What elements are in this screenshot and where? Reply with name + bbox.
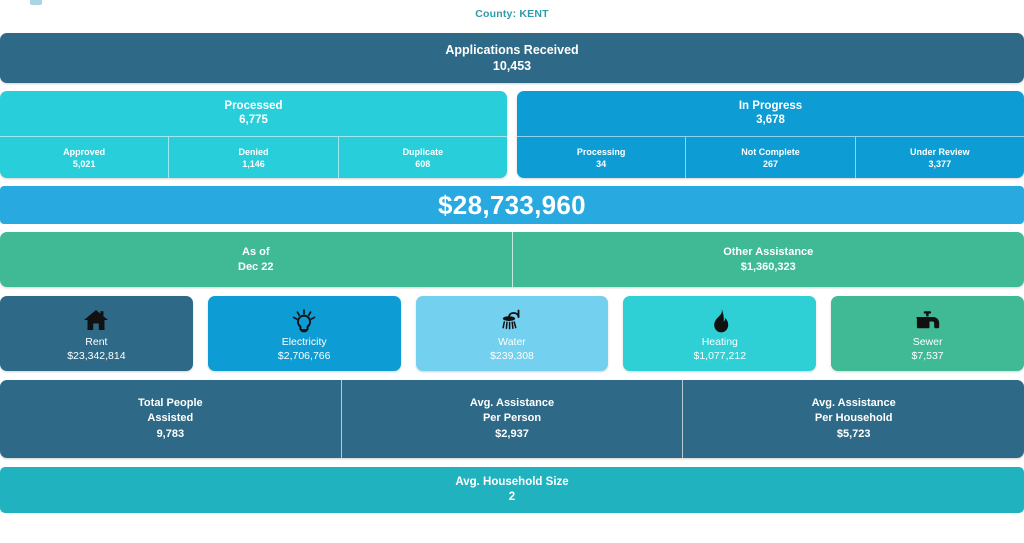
processed-breakdown: Approved 5,021 Denied 1,146 Duplicate 60… — [0, 136, 507, 178]
in-progress-processing-label: Processing — [576, 146, 626, 157]
in-progress-processing-cell[interactable]: Processing 34 — [517, 137, 685, 178]
in-progress-card[interactable]: In Progress 3,678 Processing 34 Not Comp… — [517, 91, 1024, 178]
category-tile-rent[interactable]: Rent $23,342,814 — [0, 296, 193, 371]
processed-approved-value: 5,021 — [72, 158, 96, 169]
total-people-assisted-value: 9,783 — [156, 428, 185, 440]
category-value-heating: $1,077,212 — [693, 349, 747, 362]
category-value-electricity: $2,706,766 — [277, 349, 331, 362]
dashboard-stack: Applications Received 10,453 Processed 6… — [0, 33, 1024, 513]
other-assistance-cell[interactable]: Other Assistance $1,360,323 — [511, 232, 1024, 287]
top-cropped-fragment — [30, 0, 42, 5]
status-cards-row: Processed 6,775 Approved 5,021 Denied 1,… — [0, 91, 1024, 178]
other-assistance-label: Other Assistance — [723, 245, 814, 258]
category-tile-heating[interactable]: Heating $1,077,212 — [623, 296, 817, 371]
avg-assistance-per-person-value: $2,937 — [495, 428, 529, 440]
avg-household-size-card[interactable]: Avg. Household Size 2 — [0, 467, 1024, 513]
in-progress-title: In Progress — [738, 100, 803, 112]
lightbulb-icon — [291, 308, 317, 334]
applications-received-value: 10,453 — [492, 58, 532, 73]
in-progress-not-complete-cell[interactable]: Not Complete 267 — [685, 137, 854, 178]
in-progress-under-review-value: 3,377 — [928, 158, 952, 169]
county-label: County: KENT — [475, 8, 549, 20]
in-progress-breakdown: Processing 34 Not Complete 267 Under Rev… — [517, 136, 1024, 178]
applications-received-card[interactable]: Applications Received 10,453 — [0, 33, 1024, 83]
avg-assistance-per-household-cell[interactable]: Avg. Assistance Per Household $5,723 — [682, 380, 1024, 458]
category-tiles-row: Rent $23,342,814 — [0, 296, 1024, 371]
as-of-value: Dec 22 — [238, 260, 274, 273]
flame-icon — [710, 308, 730, 334]
category-tile-sewer[interactable]: Sewer $7,537 — [831, 296, 1024, 371]
shower-icon — [500, 308, 524, 334]
processed-duplicate-label: Duplicate — [402, 146, 444, 157]
as-of-cell[interactable]: As of Dec 22 — [0, 232, 512, 287]
summary-stats-row: Total People Assisted 9,783 Avg. Assista… — [0, 380, 1024, 458]
avg-assistance-per-person-cell[interactable]: Avg. Assistance Per Person $2,937 — [340, 380, 683, 458]
category-label-rent: Rent — [85, 335, 108, 348]
category-value-sewer: $7,537 — [911, 349, 944, 362]
avg-household-size-value: 2 — [508, 491, 516, 503]
in-progress-not-complete-value: 267 — [762, 158, 778, 169]
total-assistance-banner[interactable]: $28,733,960 — [0, 186, 1024, 224]
in-progress-under-review-cell[interactable]: Under Review 3,377 — [854, 137, 1024, 178]
total-people-assisted-line1: Total People — [138, 397, 203, 409]
total-assistance-amount: $28,733,960 — [438, 189, 586, 220]
total-people-assisted-line2: Assisted — [147, 412, 194, 424]
other-assistance-value: $1,360,323 — [740, 260, 796, 273]
processed-denied-label: Denied — [238, 146, 269, 157]
category-tile-water[interactable]: Water $239,308 — [415, 296, 609, 371]
avg-assistance-per-person-line1: Avg. Assistance — [469, 397, 555, 409]
processed-approved-cell[interactable]: Approved 5,021 — [0, 137, 168, 178]
category-label-heating: Heating — [701, 335, 738, 348]
applications-received-title: Applications Received — [445, 42, 579, 57]
processed-approved-label: Approved — [63, 146, 106, 157]
in-progress-processing-value: 34 — [596, 158, 607, 169]
category-value-rent: $23,342,814 — [67, 349, 126, 362]
in-progress-under-review-label: Under Review — [910, 146, 970, 157]
processed-header: Processed 6,775 — [0, 91, 507, 136]
in-progress-value: 3,678 — [756, 114, 785, 126]
as-of-row: As of Dec 22 Other Assistance $1,360,323 — [0, 232, 1024, 287]
in-progress-not-complete-label: Not Complete — [741, 146, 800, 157]
processed-title: Processed — [224, 100, 283, 112]
total-people-assisted-cell[interactable]: Total People Assisted 9,783 — [0, 380, 341, 458]
processed-value: 6,775 — [239, 114, 268, 126]
processed-duplicate-value: 608 — [415, 158, 431, 169]
avg-household-size-label: Avg. Household Size — [455, 476, 569, 488]
avg-assistance-per-household-line2: Per Household — [814, 412, 893, 424]
processed-denied-cell[interactable]: Denied 1,146 — [168, 137, 337, 178]
faucet-icon — [914, 308, 942, 334]
in-progress-header: In Progress 3,678 — [517, 91, 1024, 136]
category-label-electricity: Electricity — [281, 335, 327, 348]
home-icon — [83, 308, 109, 334]
processed-duplicate-cell[interactable]: Duplicate 608 — [337, 137, 507, 178]
processed-card[interactable]: Processed 6,775 Approved 5,021 Denied 1,… — [0, 91, 507, 178]
processed-denied-value: 1,146 — [242, 158, 265, 169]
avg-assistance-per-household-line1: Avg. Assistance — [811, 397, 896, 409]
category-label-water: Water — [498, 335, 526, 348]
avg-assistance-per-person-line2: Per Person — [482, 412, 542, 424]
category-value-water: $239,308 — [490, 349, 534, 362]
as-of-label: As of — [242, 245, 270, 258]
category-tile-electricity[interactable]: Electricity $2,706,766 — [207, 296, 401, 371]
avg-assistance-per-household-value: $5,723 — [836, 428, 871, 440]
category-label-sewer: Sewer — [912, 335, 943, 348]
